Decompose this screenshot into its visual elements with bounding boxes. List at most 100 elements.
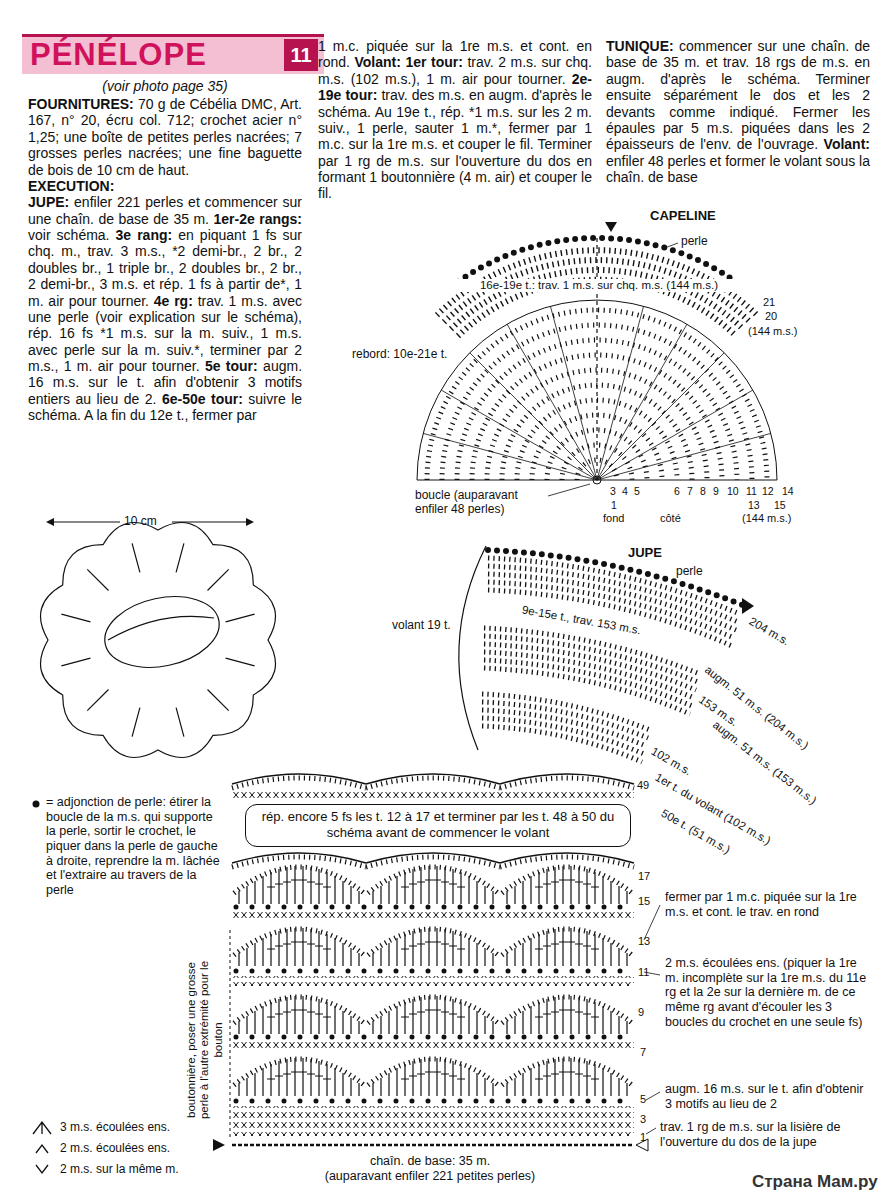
round-number: 12 (762, 485, 774, 497)
section-note: rebord: 10e-21e t. (350, 347, 449, 361)
repeat-note-box: rép. encore 5 fs les t. 12 à 17 et termi… (245, 804, 631, 847)
row-number: 5 (640, 1093, 646, 1106)
round-number: 15 (774, 499, 786, 511)
row-number: 11 (638, 966, 649, 979)
round-note: 16e-19e t.: trav. 1 m.s. sur chq. m.s. (… (452, 279, 746, 292)
bead-symbol (33, 801, 40, 808)
fan-motif (234, 928, 364, 966)
fan-motif (368, 996, 498, 1034)
crown-fold (108, 616, 214, 640)
callout-label: perle (681, 234, 708, 248)
bead-row (236, 905, 634, 910)
round-number: 9 (713, 485, 719, 497)
start-arrow (213, 1139, 225, 1151)
instruction-paragraph: TUNIQUE: commencer sur une chaîn. de bas… (606, 38, 870, 185)
instruction-heading: JUPE: (28, 194, 69, 210)
bead-row (236, 969, 634, 974)
foundation-note: (auparavant enfiler 221 petites perles) (270, 1169, 590, 1184)
round-number: 10 (727, 485, 739, 497)
fan-motif (368, 928, 498, 966)
stitch-rows (232, 1106, 634, 1136)
row-number: 3 (640, 1113, 646, 1126)
foundation-chain (232, 1144, 634, 1147)
instruction-paragraph: JUPE: enfiler 221 perles et commencer su… (28, 194, 302, 423)
decrease-2-symbol (36, 1145, 48, 1153)
round-number: 14 (782, 485, 794, 497)
row-number: 9 (638, 1006, 644, 1019)
crown-outline (417, 300, 777, 480)
instruction-column: 1 m.c. piquée sur la 1re m.s. et cont. e… (318, 38, 592, 202)
node-text: 11 (284, 39, 318, 71)
brim-stitches (437, 250, 757, 336)
buttonhole-edge (230, 930, 231, 1138)
round-number: 8 (700, 485, 706, 497)
instruction-paragraph: 1 m.c. piquée sur la 1re m.s. et cont. e… (318, 38, 592, 202)
instruction-paragraph: EXECUTION: (28, 178, 302, 194)
fan-motif (234, 1058, 364, 1096)
round-number: 21 (763, 296, 775, 309)
round-number: 6 (674, 485, 680, 497)
stitch-row (232, 910, 634, 920)
wave-motif (232, 853, 366, 867)
ruffle-stitches (482, 694, 650, 762)
chart-note: augm. 16 m.s. sur le t. afin d'obtenir 3… (665, 1082, 870, 1111)
round-number: 7 (687, 485, 693, 497)
instruction-text: commencer sur une chaîn. de base de 35 m… (606, 38, 870, 152)
chart-note: fermer par 1 m.c. piquée sur la 1re m.s.… (665, 890, 870, 919)
legend-text: 3 m.s. écoulées ens. (60, 1120, 170, 1134)
row-number: 17 (638, 870, 650, 883)
instruction-heading: 6e-50e tour: (162, 391, 243, 407)
instruction-heading: TUNIQUE: (606, 38, 674, 54)
instruction-paragraph: FOURNITURES: 70 g de Cébélia DMC, Art. 1… (28, 96, 302, 178)
bead-row (236, 1099, 634, 1104)
callout-label: boucle (auparavant enfiler 48 perles) (415, 488, 547, 516)
instruction-heading: Volant: (354, 54, 400, 70)
chart-title: CAPELINE (650, 208, 716, 223)
brim-outline (41, 523, 276, 758)
dimension-arrow (46, 518, 54, 526)
photo-reference: (voir photo page 35) (28, 78, 302, 94)
node-text: PÉNÉLOPE (22, 37, 324, 73)
ruffle-bracket (459, 546, 486, 750)
stitch-row (232, 1040, 634, 1050)
row-number: 7 (640, 1046, 646, 1059)
dimension-label: 10 cm (124, 514, 157, 528)
round-number: 1 (611, 499, 617, 511)
brim-folds (61, 543, 254, 736)
legend-text: = adjonction de perle: étirer la boucle … (46, 795, 222, 897)
fan-motif (234, 996, 364, 1034)
instruction-heading: 4e rg: (154, 293, 193, 309)
round-number: 5 (634, 485, 640, 497)
stitch-count: 102 m.s. (649, 745, 694, 779)
instruction-text: trav. des m.s. en augm. d'après le schém… (318, 87, 592, 201)
wave-motif (500, 853, 634, 867)
loop (593, 476, 601, 484)
stitch-row (232, 976, 634, 986)
instruction-text: enfiler 48 perles et former le volant so… (606, 153, 870, 185)
watermark: Страна Мам.ру (752, 1172, 878, 1192)
title-band: PÉNÉLOPE11 (22, 34, 324, 74)
instruction-heading: 5e tour: (205, 358, 258, 374)
round-number: 20 (765, 310, 777, 323)
instruction-heading: 1er-2e rangs: (213, 211, 302, 227)
instruction-heading: 3e rang: (116, 227, 173, 243)
leader-line (548, 484, 590, 496)
round-number: 3 (610, 485, 616, 497)
seam-line (596, 236, 597, 480)
fan-motif (368, 1058, 498, 1096)
row-number: 49 (637, 779, 649, 792)
bead-row (236, 1035, 634, 1040)
section-label: volant 19 t. (392, 618, 451, 632)
stitch-count: 204 m.s. (747, 615, 792, 649)
skirt-ruffle-chart (459, 546, 754, 762)
increase-symbol (36, 1165, 48, 1173)
callout-label: perle (676, 564, 703, 578)
row-number: 15 (638, 895, 650, 908)
stitch-count: (144 m.s.) (748, 325, 798, 338)
chart-title: JUPE (628, 545, 662, 560)
wave-motif (366, 774, 500, 788)
fan-motif (502, 928, 632, 966)
round-number: 4 (622, 485, 628, 497)
wave-motif (500, 774, 634, 788)
instruction-heading: 1er tour: (405, 54, 462, 70)
